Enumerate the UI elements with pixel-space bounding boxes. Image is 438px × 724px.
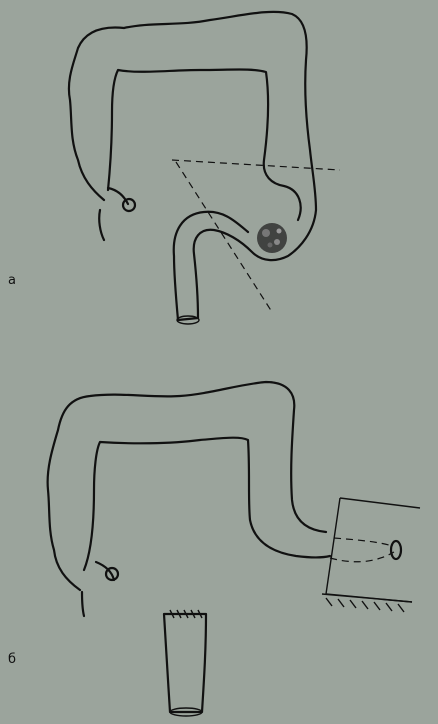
panel-b-colon-outer — [48, 382, 326, 590]
panel-b-abdominal-wall — [326, 498, 412, 602]
panel-b-stoma — [391, 541, 401, 559]
panel-a-tumor — [257, 223, 287, 253]
panel-b-skin-line — [340, 498, 420, 508]
panel-b-label: б — [8, 652, 16, 667]
panel-b-appendix — [82, 562, 114, 616]
panel-b-wall-base — [322, 594, 412, 602]
panel-a-colon-outer — [69, 12, 316, 320]
panel-a-appendix — [99, 188, 128, 240]
panel-b-suture — [166, 610, 206, 618]
panel-b-colon — [48, 382, 420, 716]
panel-a-label: а — [8, 273, 16, 288]
panel-a-ileum — [123, 199, 135, 211]
panel-b-rectal-stump — [164, 614, 206, 712]
panel-a-colon — [69, 12, 340, 324]
panel-a-resection-line-1 — [172, 160, 340, 170]
panel-a-colon-inner — [108, 70, 301, 221]
panel-b-stoma-channel — [330, 538, 394, 562]
